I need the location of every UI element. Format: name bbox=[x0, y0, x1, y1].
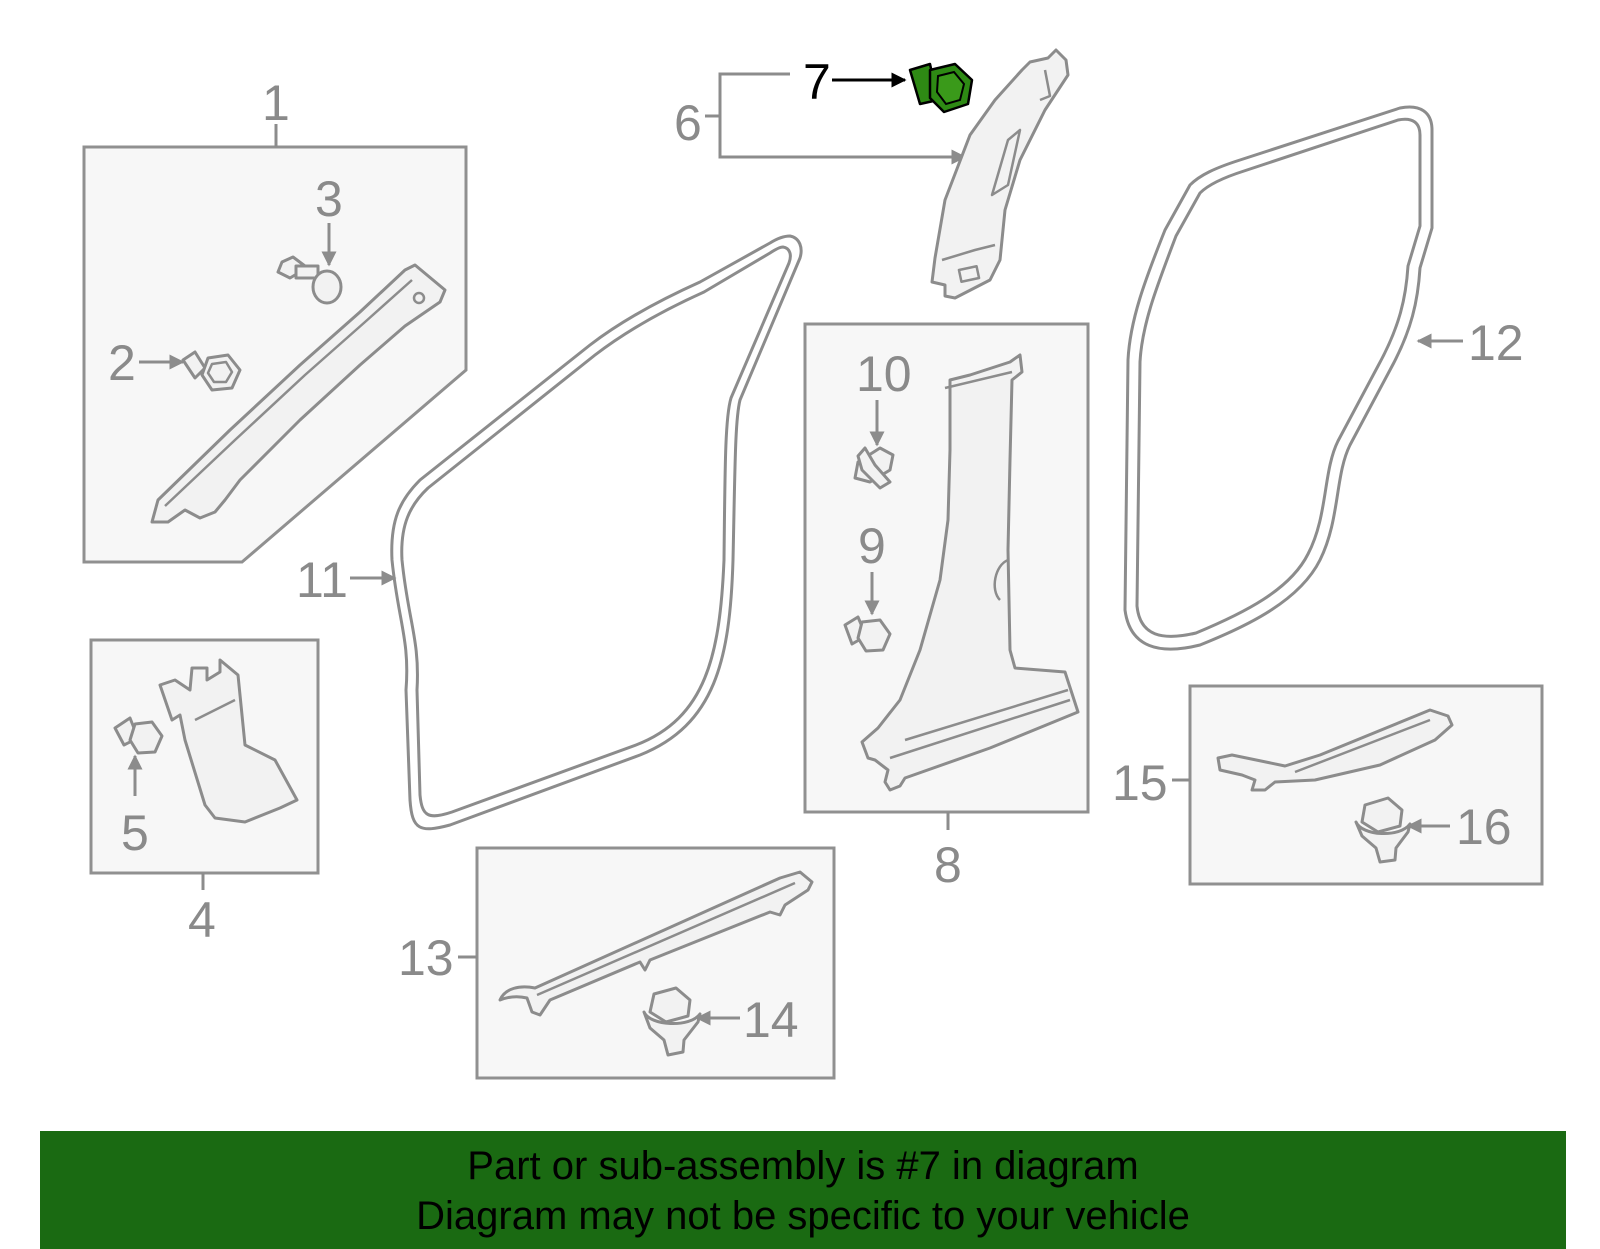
bolt-part-5[interactable] bbox=[113, 716, 164, 755]
group-15-box bbox=[1188, 684, 1544, 886]
callout-13[interactable]: 13 bbox=[398, 930, 454, 986]
bolt-part-2[interactable] bbox=[181, 350, 242, 392]
callout-5[interactable]: 5 bbox=[121, 805, 149, 861]
bolt-part-7-highlighted[interactable] bbox=[908, 62, 974, 114]
group-6: 6 7 bbox=[674, 48, 1070, 300]
banner-line-2: Diagram may not be specific to your vehi… bbox=[416, 1194, 1190, 1238]
a-pillar-garnish[interactable] bbox=[150, 263, 447, 524]
kick-panel[interactable] bbox=[158, 658, 299, 824]
callout-14[interactable]: 14 bbox=[743, 992, 799, 1048]
callout-10[interactable]: 10 bbox=[856, 346, 912, 402]
rear-door-weatherstrip-12[interactable] bbox=[1123, 105, 1434, 651]
rear-sill-trim[interactable] bbox=[1216, 708, 1454, 792]
clip-part-14[interactable] bbox=[642, 986, 702, 1057]
banner-line-1: Part or sub-assembly is #7 in diagram bbox=[467, 1144, 1139, 1188]
front-door-weatherstrip-11[interactable] bbox=[390, 234, 803, 831]
group-4: 4 5 bbox=[89, 638, 320, 948]
callout-7[interactable]: 7 bbox=[803, 54, 831, 110]
callout-6[interactable]: 6 bbox=[674, 95, 702, 151]
callout-9[interactable]: 9 bbox=[858, 518, 886, 574]
lower-b-pillar-trim[interactable] bbox=[860, 353, 1080, 792]
callout-11[interactable]: 11 bbox=[296, 552, 348, 608]
callout-15[interactable]: 15 bbox=[1112, 755, 1168, 811]
group-13: 13 14 bbox=[398, 846, 836, 1080]
callout-8[interactable]: 8 bbox=[934, 837, 962, 893]
group-15: 15 16 bbox=[1112, 684, 1544, 886]
callout-16[interactable]: 16 bbox=[1456, 799, 1512, 855]
callout-3[interactable]: 3 bbox=[315, 171, 343, 227]
upper-b-pillar-trim[interactable] bbox=[930, 48, 1070, 300]
callout-2[interactable]: 2 bbox=[108, 335, 136, 391]
info-banner: Part or sub-assembly is #7 in diagram Di… bbox=[40, 1131, 1566, 1249]
clip-part-16[interactable] bbox=[1354, 796, 1412, 864]
group-1-box bbox=[82, 145, 468, 564]
group-8: 8 10 9 bbox=[803, 322, 1090, 893]
callout-1[interactable]: 1 bbox=[262, 75, 290, 131]
group-1: 1 3 2 bbox=[82, 75, 468, 564]
callout-4[interactable]: 4 bbox=[188, 892, 216, 948]
clip-part-10[interactable] bbox=[853, 446, 895, 490]
callout-12[interactable]: 12 bbox=[1468, 315, 1524, 371]
bolt-part-9[interactable] bbox=[843, 615, 892, 653]
clip-part-3[interactable] bbox=[276, 255, 343, 305]
